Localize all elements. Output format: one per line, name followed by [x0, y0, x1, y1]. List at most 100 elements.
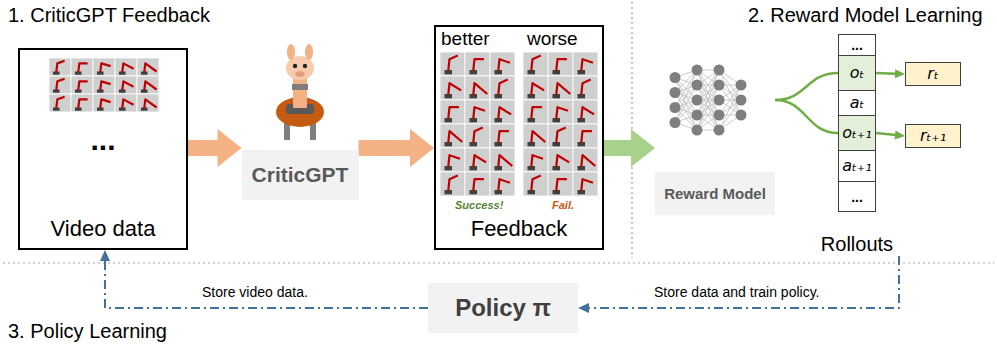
robot-arm — [498, 80, 508, 95]
node-text: oₜ₊₁ — [842, 124, 871, 142]
reward-box: rₜ — [905, 62, 961, 86]
video-frame — [49, 94, 71, 112]
flow-connector — [359, 129, 435, 167]
robot-arm — [556, 107, 568, 119]
video-frame — [93, 94, 115, 112]
section-heading: 2. Reward Model Learning — [748, 4, 983, 27]
robot-arm — [122, 81, 133, 90]
robot-arm — [581, 179, 593, 191]
arrowhead — [631, 129, 655, 167]
video-frame — [523, 124, 548, 148]
robot-arm — [531, 56, 541, 71]
flow-connector — [775, 73, 838, 100]
video-frame — [137, 94, 159, 112]
edge-label: Store video data. — [200, 284, 310, 300]
flow-connector — [578, 256, 899, 313]
video-frame — [49, 58, 71, 76]
video-frame — [523, 172, 548, 196]
video-frame — [440, 148, 465, 172]
robot-arm — [473, 128, 483, 143]
video-frame — [71, 94, 93, 112]
rollout-column: Rollouts...oₜaₜoₜ₊₁aₜ₊₁... — [807, 34, 907, 256]
connector-line — [876, 72, 896, 75]
network-neuron — [714, 125, 725, 136]
robot-arm — [473, 59, 484, 71]
video-frame — [548, 148, 573, 172]
network-neuron — [736, 110, 747, 121]
robot-arm — [531, 176, 541, 191]
robot-arm — [78, 81, 87, 90]
section-heading: 3. Policy Learning — [8, 320, 167, 343]
flow-connector — [876, 69, 905, 78]
video-frame — [440, 172, 465, 196]
node-text: rₜ₊₁ — [920, 127, 946, 145]
video-frame — [548, 52, 573, 76]
node-text: Rollouts — [821, 232, 893, 256]
arrowhead — [895, 69, 905, 78]
robot-arm — [498, 179, 510, 191]
connector-line — [588, 256, 899, 308]
video-frame — [548, 100, 573, 124]
node-text: oₜ — [850, 64, 865, 82]
network-neuron — [714, 65, 725, 76]
robot-arm — [581, 80, 591, 95]
arrowhead — [100, 250, 110, 261]
feedback-panel: Feedback — [434, 25, 604, 250]
robot-arm — [448, 107, 459, 119]
action-cell: aₜ₊₁ — [838, 150, 876, 182]
robot-arm — [122, 63, 133, 72]
rollout-cell: ... — [838, 34, 876, 56]
robot-arm — [144, 81, 156, 90]
text-area: rₜ₊₁ — [906, 125, 960, 147]
video-frame — [465, 100, 490, 124]
robot-arm — [56, 61, 64, 72]
connector-line — [604, 140, 633, 156]
robot-arm — [144, 63, 156, 72]
llama-ear — [287, 44, 295, 60]
node-text: Policy π — [455, 294, 551, 322]
text-area: aₜ₊₁ — [839, 151, 875, 181]
robot-arm — [144, 99, 156, 108]
robot-arm — [448, 131, 462, 143]
video-frame — [465, 172, 490, 196]
video-frame — [440, 52, 465, 76]
network-neuron — [692, 125, 703, 136]
robot-arm — [473, 155, 486, 167]
node-text: aₜ — [850, 94, 865, 112]
video-frame — [573, 76, 598, 100]
node-text: Video data — [51, 216, 156, 242]
text-area: ... — [839, 35, 875, 55]
robot-arm — [473, 83, 487, 95]
robot-arm — [556, 155, 569, 167]
llama-mascot — [276, 44, 324, 140]
node-text: rₜ — [927, 65, 938, 83]
llama-eye — [303, 64, 307, 68]
robot-arm — [531, 107, 542, 119]
robot-arm — [581, 131, 592, 143]
robot-arm — [448, 155, 460, 167]
text-area: oₜ₊₁ — [839, 116, 875, 150]
network-neuron — [714, 80, 725, 91]
video-frame — [115, 58, 137, 76]
arrowhead — [218, 129, 242, 167]
robot-arm — [556, 179, 567, 191]
connector-line — [188, 140, 220, 156]
network-neuron — [670, 102, 681, 113]
node-text: Feedback — [471, 216, 568, 242]
node-text: CriticGPT — [252, 163, 349, 187]
section-heading: 1. CriticGPT Feedback — [8, 4, 210, 27]
policy-box: Policy π — [428, 283, 578, 333]
text-area: CriticGPT — [242, 150, 359, 200]
edge-label: Store data and train policy. — [652, 284, 822, 300]
video-frame — [93, 76, 115, 94]
robot-arm — [448, 176, 458, 191]
video-frame — [71, 76, 93, 94]
connector-line — [775, 73, 838, 100]
preference-tag: better — [441, 28, 490, 50]
reward-box: rₜ₊₁ — [905, 124, 961, 148]
arrowhead — [895, 130, 905, 139]
video-frame — [465, 52, 490, 76]
robot-arm — [78, 63, 87, 72]
network-neuron — [736, 95, 747, 106]
